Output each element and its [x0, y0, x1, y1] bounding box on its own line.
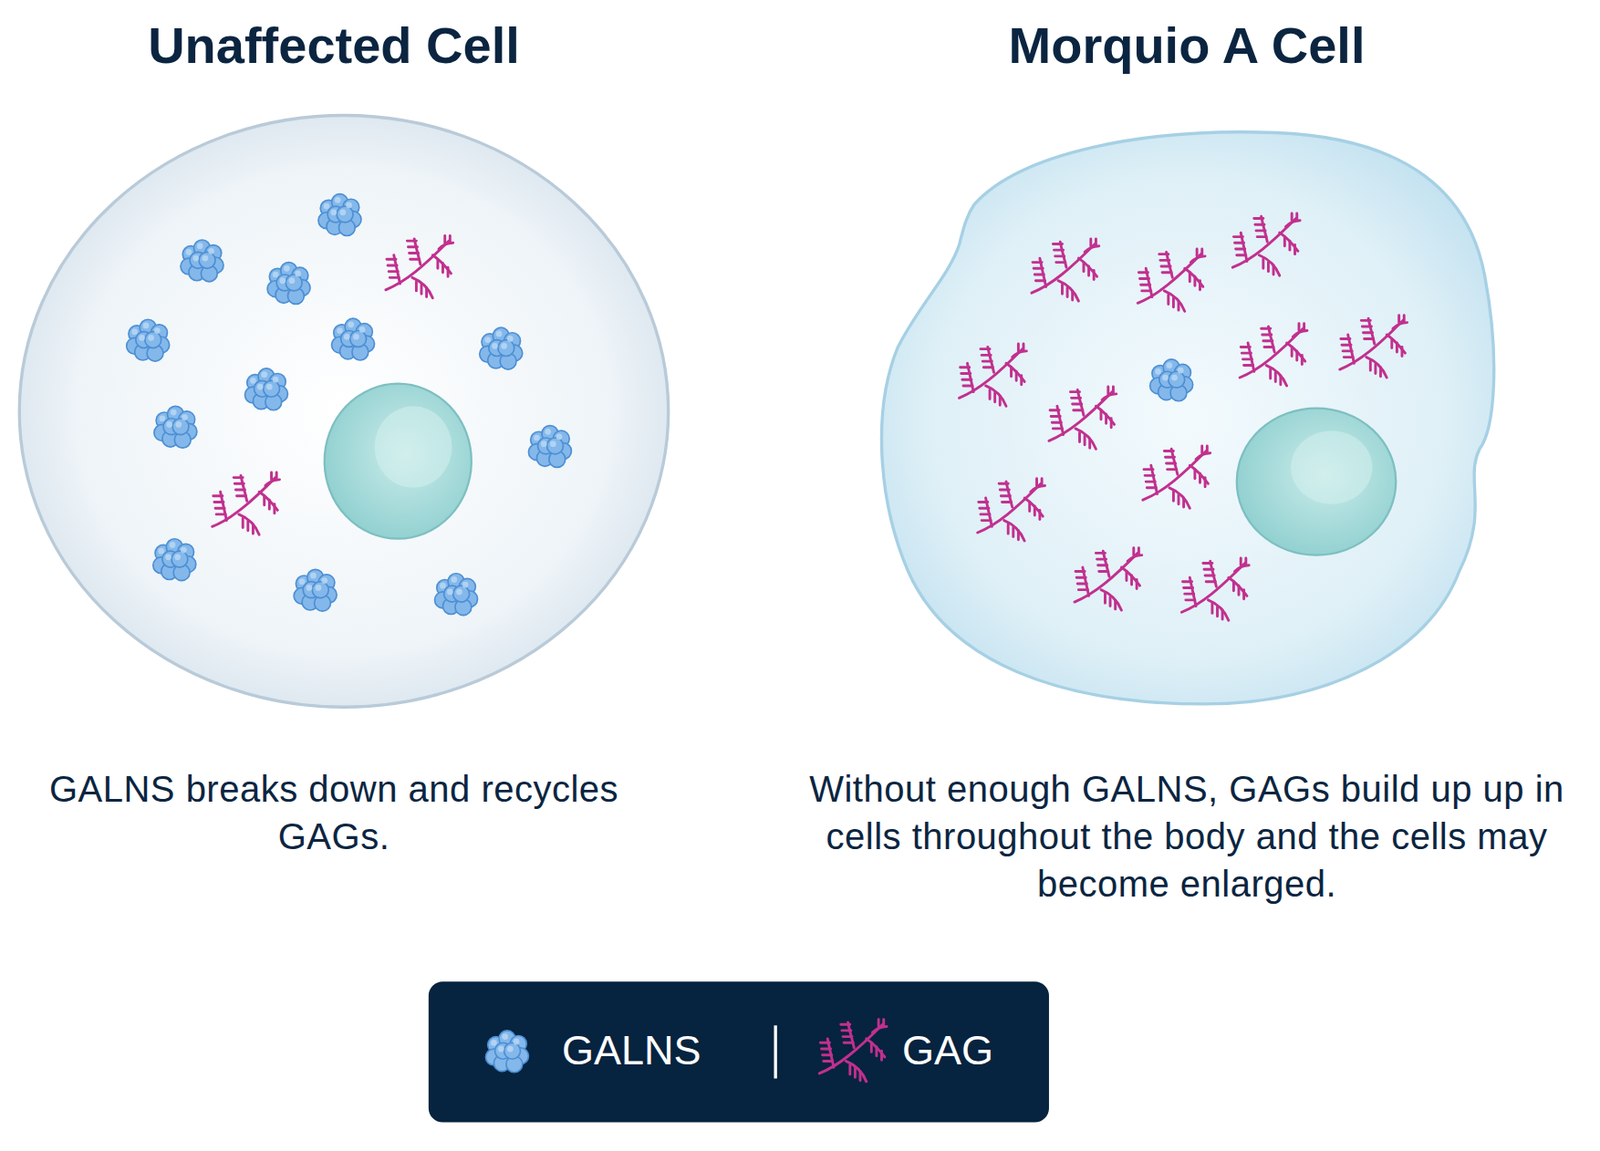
cell-heading: Unaffected Cell — [14, 14, 654, 76]
legend-label: GALNS — [561, 1026, 702, 1076]
cell-heading: Morquio A Cell — [803, 14, 1570, 76]
legend-label: GAG — [902, 1026, 994, 1076]
cell-caption: GALNS breaks down and recycles GAGs. — [14, 765, 654, 861]
cell-caption: Without enough GALNS, GAGs build up up i… — [803, 765, 1570, 908]
cell-panel: Unaffected CellGALNS breaks down and rec… — [14, 14, 654, 866]
cell-panel: Morquio A CellWithout enough GALNS, GAGs… — [803, 14, 1570, 914]
